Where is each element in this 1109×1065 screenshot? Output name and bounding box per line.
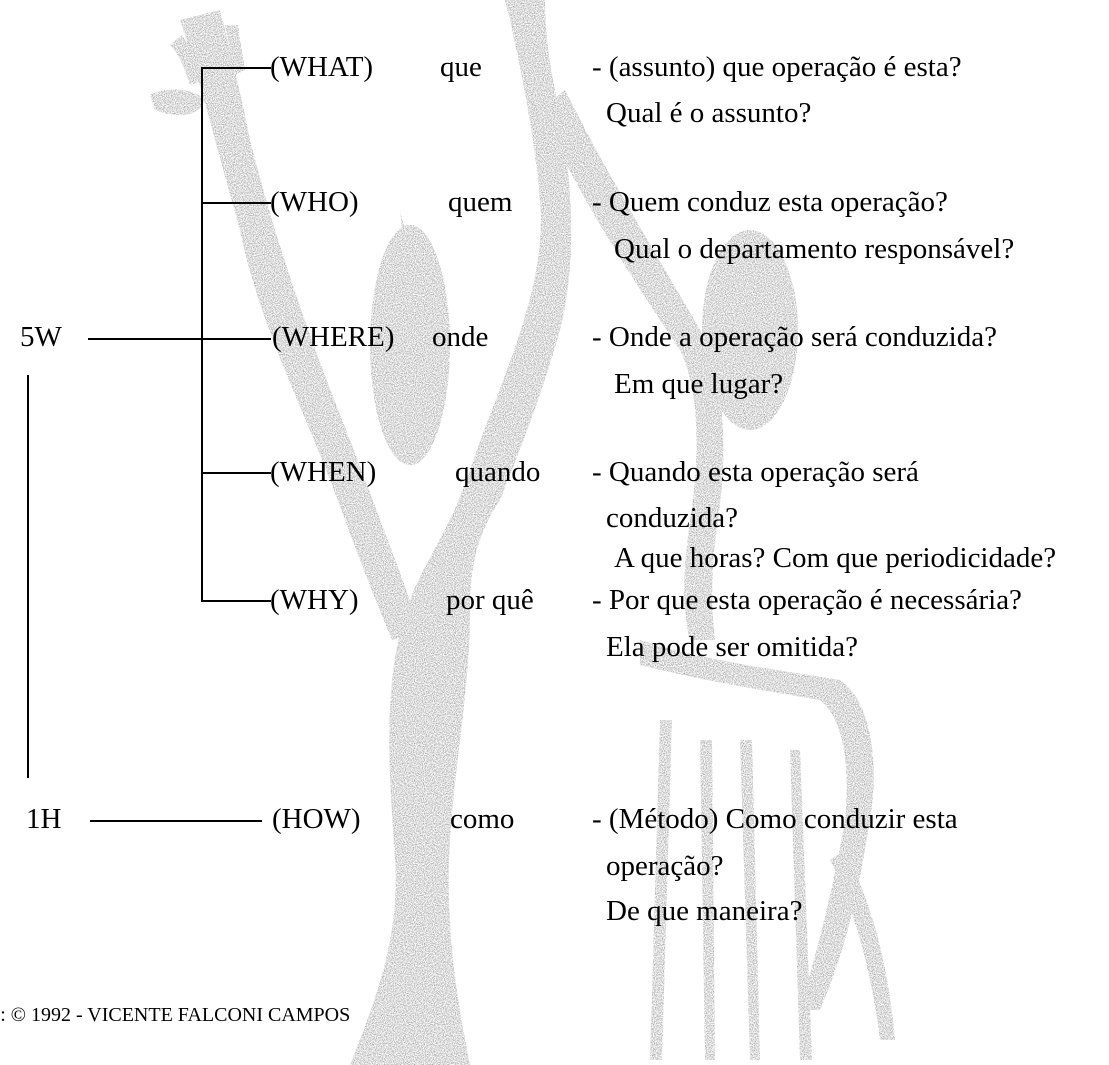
- bracket-vertical-5w: [201, 67, 203, 600]
- translation-onde: onde: [432, 320, 488, 354]
- term-when: (WHEN): [270, 455, 376, 489]
- translation-por-que: por quê: [446, 583, 534, 617]
- description-how-1: - (Método) Como conduzir esta: [592, 802, 958, 836]
- term-who: (WHO): [270, 185, 359, 219]
- branch-line-what: [201, 67, 271, 69]
- term-how: (HOW): [272, 802, 361, 836]
- term-why: (WHY): [270, 583, 359, 617]
- description-when-1: - Quando esta operação será: [592, 455, 919, 489]
- description-how-3: De que maneira?: [606, 894, 802, 928]
- connector-5w-1h: [27, 375, 29, 778]
- label-5w: 5W: [20, 320, 62, 354]
- translation-quando: quando: [455, 455, 540, 489]
- description-who-1: - Quem conduz esta operação?: [592, 185, 948, 219]
- translation-que: que: [440, 50, 482, 84]
- translation-quem: quem: [448, 185, 512, 219]
- branch-line-where: [88, 338, 271, 340]
- description-what-2: Qual é o assunto?: [606, 96, 811, 130]
- term-where: (WHERE): [272, 320, 394, 354]
- branch-line-how: [90, 820, 262, 822]
- description-what-1: - (assunto) que operação é esta?: [592, 50, 962, 84]
- description-where-1: - Onde a operação será conduzida?: [592, 320, 997, 354]
- description-how-2: operação?: [606, 849, 724, 883]
- branch-line-when: [201, 472, 271, 474]
- copyright-credit: E: © 1992 - VICENTE FALCONI CAMPOS: [0, 1004, 350, 1027]
- description-when-3: A que horas? Com que periodicidade?: [614, 541, 1056, 575]
- description-who-2: Qual o departamento responsável?: [614, 232, 1014, 266]
- branch-line-who: [201, 202, 271, 204]
- term-what: (WHAT): [270, 50, 373, 84]
- label-1h: 1H: [26, 802, 61, 836]
- description-why-1: - Por que esta operação é necessária?: [592, 583, 1022, 617]
- description-when-2: conduzida?: [606, 501, 738, 535]
- translation-como: como: [450, 802, 514, 836]
- branch-line-why: [201, 600, 271, 602]
- description-where-2: Em que lugar?: [614, 367, 783, 401]
- description-why-2: Ela pode ser omitida?: [606, 630, 858, 664]
